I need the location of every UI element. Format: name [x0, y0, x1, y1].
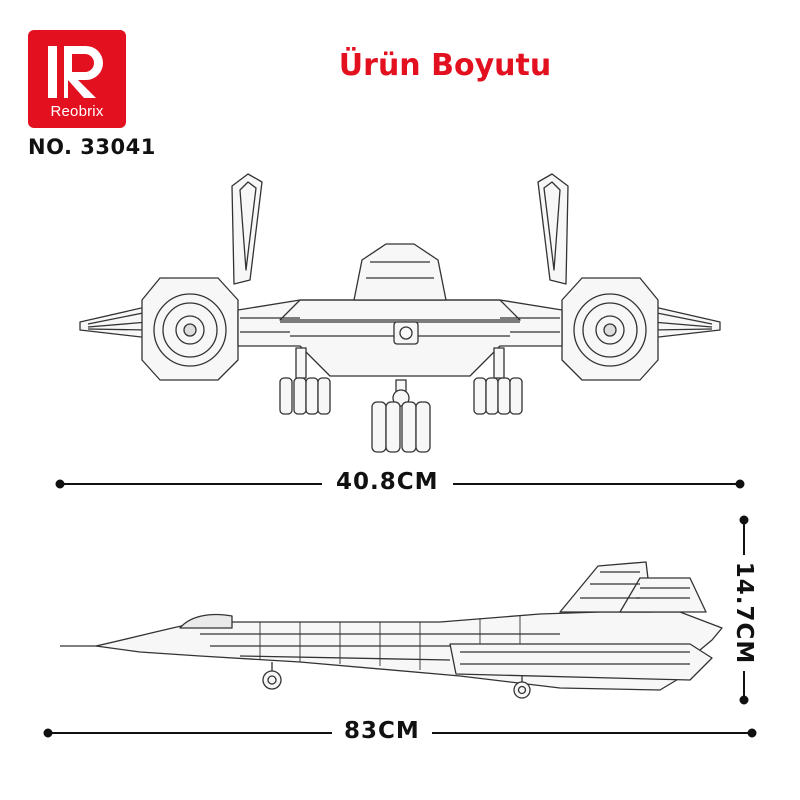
logo-mark-icon: [48, 46, 103, 98]
aircraft-front-view: [79, 173, 721, 453]
model-number: NO. 33041: [28, 135, 156, 159]
length-dimension-label: 83CM: [332, 718, 432, 744]
brand-name: Reobrix: [50, 103, 104, 120]
page-title: Ürün Boyutu: [338, 48, 552, 83]
height-dimension-label: 14.7CM: [729, 555, 759, 671]
aircraft-side-view: [60, 561, 723, 699]
width-dimension-label: 40.8CM: [322, 469, 453, 495]
brand-logo: Reobrix: [28, 30, 126, 128]
